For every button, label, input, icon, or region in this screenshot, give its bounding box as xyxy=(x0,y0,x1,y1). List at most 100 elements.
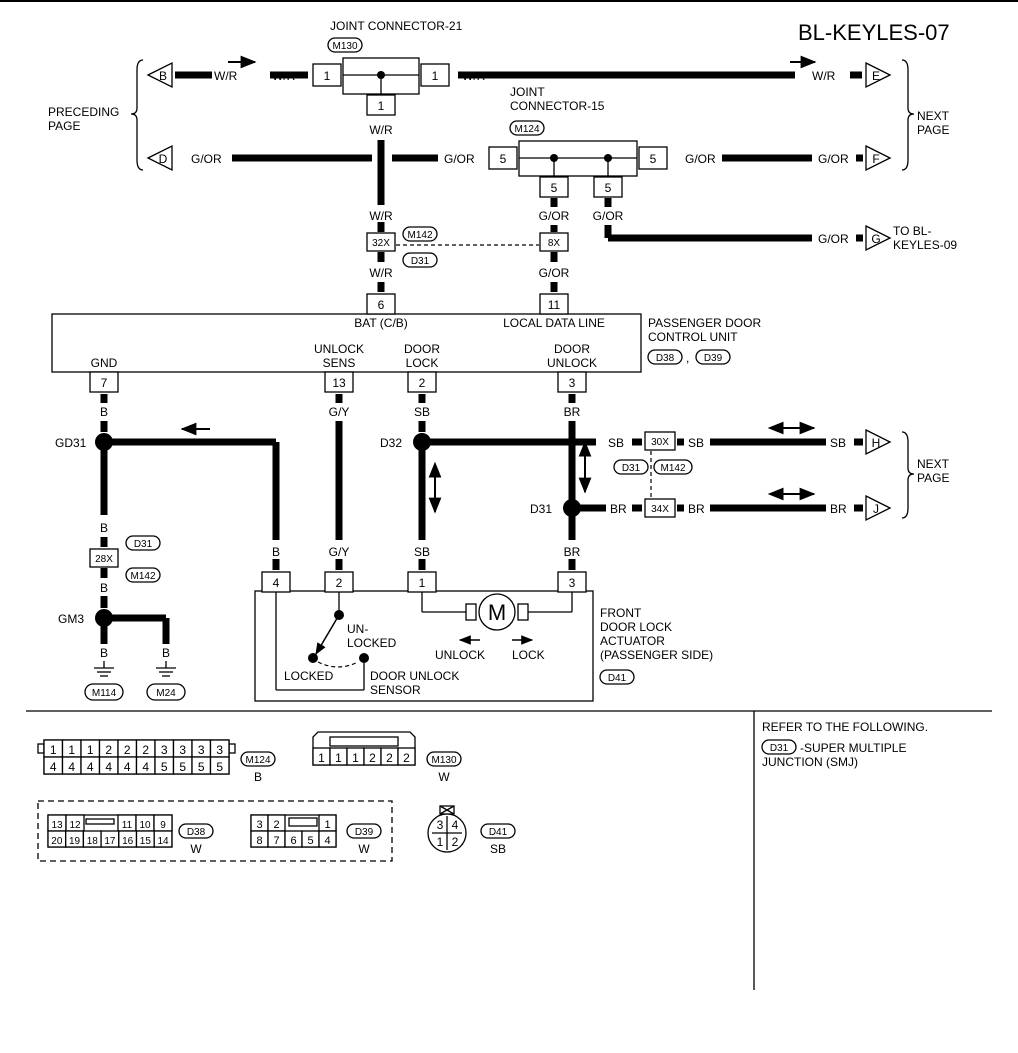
marker-g xyxy=(865,224,892,252)
connector-28x-label: 28X xyxy=(95,554,113,565)
connector-pin-number: 4 xyxy=(105,760,112,774)
wire-label: G/OR xyxy=(685,152,716,166)
wire-label: G/Y xyxy=(329,405,350,419)
connector-pin-number: 11 xyxy=(122,820,133,831)
joint-connector-15-l2: CONNECTOR-15 xyxy=(510,99,605,113)
wire-label: B xyxy=(100,405,108,419)
ground-m24 xyxy=(146,683,186,701)
next-bracket-bottom xyxy=(901,431,915,519)
dashed-frame xyxy=(37,800,393,862)
connector-pin-cell xyxy=(318,830,337,848)
wire-label: W/R xyxy=(214,69,238,83)
motor-icon xyxy=(478,593,516,631)
m130-badge xyxy=(327,37,363,53)
d38-color: W xyxy=(190,842,202,856)
connector-pin-number: 15 xyxy=(140,836,152,847)
marker-b-label: B xyxy=(159,69,167,83)
connector-pin-number: 3 xyxy=(198,743,205,757)
connector-pin-number: 16 xyxy=(122,836,134,847)
marker-f-label: F xyxy=(872,152,879,166)
refer-desc-l2: JUNCTION (SMJ) xyxy=(762,755,858,769)
wire-label: G/OR xyxy=(539,266,570,280)
connector-pin-number: 9 xyxy=(160,820,166,831)
wire-label: B xyxy=(100,581,108,595)
m124-color: B xyxy=(254,770,262,784)
connector-34x xyxy=(644,498,676,518)
connector-pin-number: 18 xyxy=(87,836,99,847)
preceding-page-l1: PRECEDING xyxy=(48,105,119,119)
m130-color: W xyxy=(438,770,450,784)
wire-label: W/R xyxy=(462,69,486,83)
unit-unlock-sens-l2: SENS xyxy=(323,356,356,370)
ground-m24-label: M24 xyxy=(156,688,176,699)
m124-label: M124 xyxy=(514,124,539,135)
d38-code: D38 xyxy=(187,827,206,838)
connector-34x-label: 34X xyxy=(651,504,669,515)
d38-label: D38 xyxy=(656,353,675,364)
unit-name-l1: PASSENGER DOOR xyxy=(648,316,761,330)
m130-code: M130 xyxy=(431,755,456,766)
connector-pin-number: 4 xyxy=(452,818,459,832)
wire-label: BR xyxy=(610,502,627,516)
wire-label: G/Y xyxy=(329,545,350,559)
m130-label: M130 xyxy=(332,41,357,52)
unit-pin-2: 2 xyxy=(419,376,426,390)
sensor-l2: SENSOR xyxy=(370,683,421,697)
d31-label: D31 xyxy=(134,539,153,550)
unit-pin-7: 7 xyxy=(101,376,108,390)
next-page-l1: NEXT xyxy=(917,457,950,471)
connector-pin-number: 5 xyxy=(216,760,223,774)
connector-pin-number: 2 xyxy=(124,743,131,757)
page-id: BL-KEYLES-07 xyxy=(798,20,950,45)
connector-pin-number: 10 xyxy=(139,820,151,831)
wire-label: G/OR xyxy=(818,232,849,246)
m142-label: M142 xyxy=(130,571,155,582)
marker-b xyxy=(146,61,173,89)
connector-pin-number: 1 xyxy=(335,751,342,765)
unit-bat-label: BAT (C/B) xyxy=(354,316,408,330)
d39-code: D39 xyxy=(355,827,374,838)
connector-pin-number: 3 xyxy=(437,818,444,832)
refer-code: D31 xyxy=(770,743,789,754)
m142-label: M142 xyxy=(407,230,432,241)
ground-m114 xyxy=(84,683,124,701)
splice-gd31-label: GD31 xyxy=(55,436,87,450)
next-bracket-top xyxy=(901,59,915,171)
unlocked-l2: LOCKED xyxy=(347,636,397,650)
sensor-l1: DOOR UNLOCK xyxy=(370,669,459,683)
connector-pin-number: 2 xyxy=(452,835,459,849)
wire-label: SB xyxy=(608,436,624,450)
wire-label: W/R xyxy=(369,266,393,280)
splice-d32-label: D32 xyxy=(380,436,402,450)
connector-32x-label: 32X xyxy=(372,238,390,249)
refer-title: REFER TO THE FOLLOWING. xyxy=(762,720,928,734)
d41-color: SB xyxy=(490,842,506,856)
unit-pin-13: 13 xyxy=(332,376,346,390)
ground-m114-label: M114 xyxy=(92,688,117,699)
marker-j xyxy=(865,494,892,522)
wire-label: SB xyxy=(830,436,846,450)
next-page-l1: NEXT xyxy=(917,109,950,123)
j21-pin-bottom: 1 xyxy=(378,99,385,113)
connector-pin-number: 4 xyxy=(142,760,149,774)
lock-label: LOCK xyxy=(512,648,545,662)
connector-pin-number: 4 xyxy=(68,760,75,774)
connector-pin-number: 1 xyxy=(437,835,444,849)
passenger-door-control-unit xyxy=(51,313,642,373)
to-bl-l1: TO BL- xyxy=(893,224,931,238)
connector-pin-number: 3 xyxy=(256,819,262,831)
m142-label: M142 xyxy=(660,463,685,474)
connector-pin-number: 1 xyxy=(352,751,359,765)
unit-gnd-label: GND xyxy=(91,356,118,370)
connector-pin-number: 1 xyxy=(87,743,94,757)
connector-pin-number: 4 xyxy=(87,760,94,774)
connector-pin-number: 4 xyxy=(324,835,330,847)
connector-pin-number: 12 xyxy=(69,820,81,831)
unlock-label: UNLOCK xyxy=(435,648,485,662)
marker-f xyxy=(865,144,892,172)
unlocked-l1: UN- xyxy=(347,622,368,636)
